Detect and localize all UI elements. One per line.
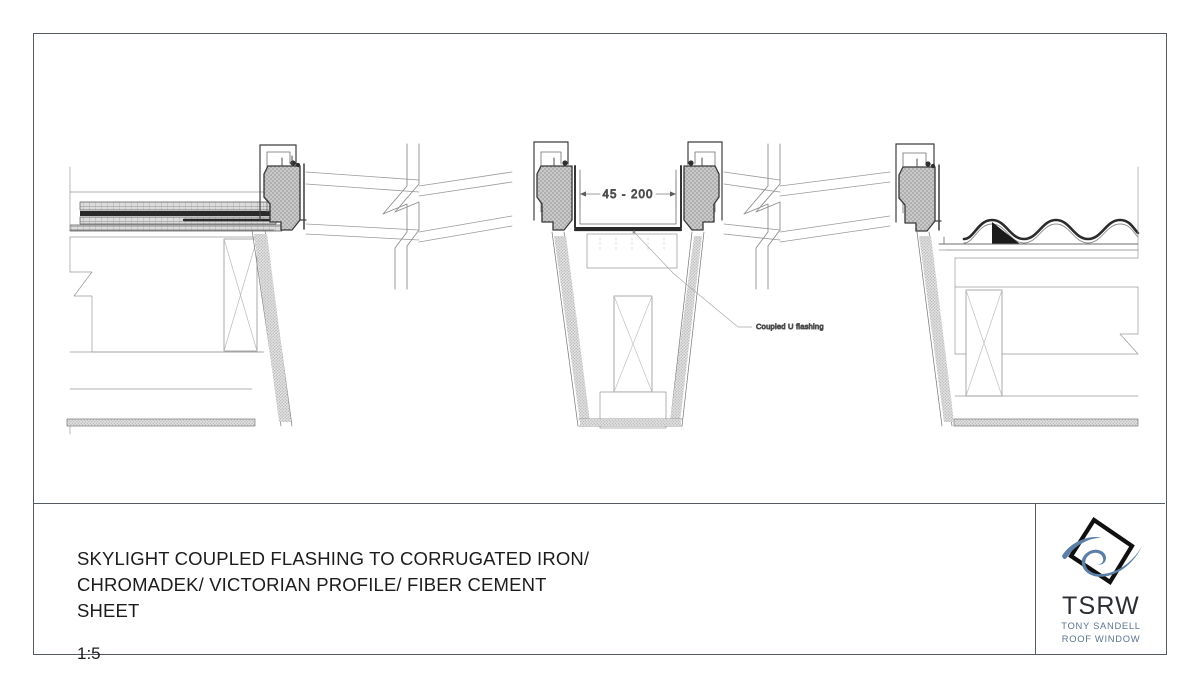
- dimension-label: 45 - 200: [603, 189, 654, 201]
- titleblock: SKYLIGHT COUPLED FLASHING TO CORRUGATED …: [34, 504, 1035, 663]
- logo-brand-text: TSRW: [1062, 592, 1140, 620]
- drawing-title: SKYLIGHT COUPLED FLASHING TO CORRUGATED …: [77, 548, 590, 621]
- logoblock: TSRW TONY SANDELL ROOF WINDOW: [1036, 504, 1166, 655]
- logo-subtitle-text: TONY SANDELL ROOF WINDOW: [1061, 620, 1141, 644]
- break-line-right: [743, 143, 781, 290]
- callout-coupled-u-flashing: Coupled U flashing: [632, 230, 824, 331]
- roof-plane-center-right: [723, 171, 781, 241]
- drawing-scale: 1:5: [77, 644, 101, 663]
- roof-plane-right: [779, 171, 891, 243]
- center-assembly: 45 - 200: [533, 141, 723, 429]
- callout-label: Coupled U flashing: [756, 322, 824, 331]
- left-assembly: [66, 166, 293, 435]
- left-frame-profile: [259, 144, 307, 231]
- roof-plane-center-left: [418, 171, 513, 243]
- sheet-border: 45 - 200: [33, 33, 1167, 663]
- tsrw-logo-icon: [1054, 516, 1150, 590]
- logoblock-divider: [1035, 503, 1036, 655]
- right-assembly: [916, 166, 1140, 427]
- titleblock-divider: [34, 503, 1165, 504]
- drawing-area: 45 - 200: [34, 34, 1166, 503]
- break-line-left: [382, 143, 420, 290]
- right-frame-profile: [895, 143, 942, 232]
- roof-plane-left: [305, 171, 420, 241]
